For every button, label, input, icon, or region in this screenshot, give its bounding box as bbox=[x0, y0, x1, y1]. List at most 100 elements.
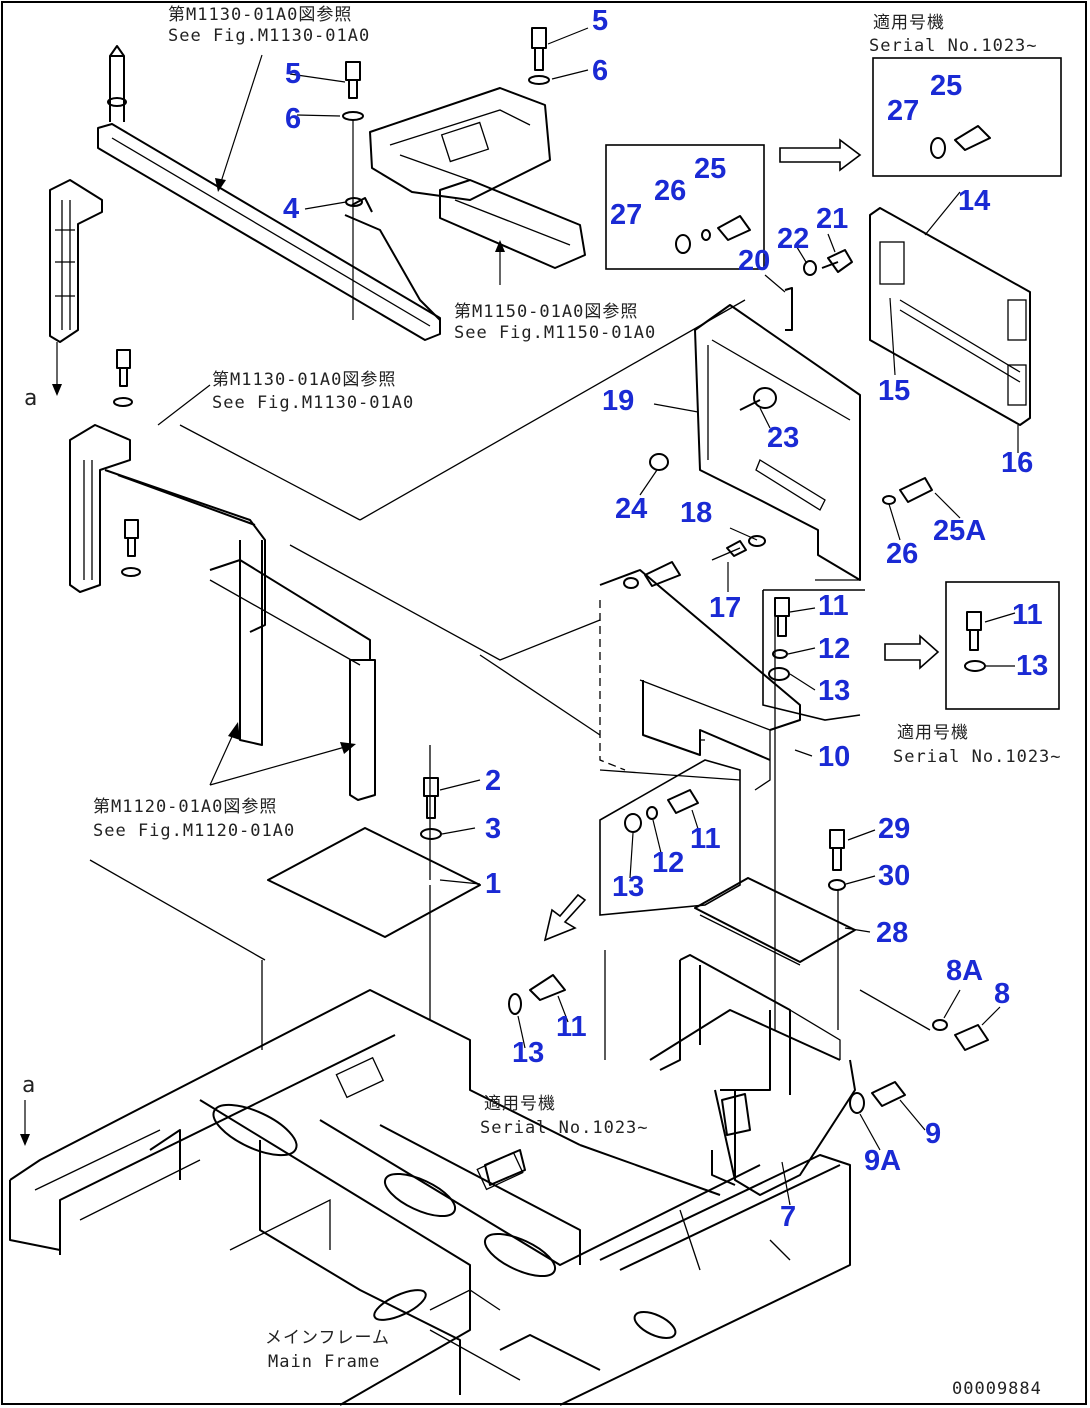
detail-box-25-27 bbox=[605, 144, 765, 270]
detail-box-11-13-right bbox=[762, 581, 1060, 721]
callout-24: 24 bbox=[615, 493, 647, 525]
callout-22: 22 bbox=[777, 223, 809, 255]
ref2-jp: 第M1150-01A0図参照 bbox=[454, 302, 638, 322]
bolt-2 bbox=[420, 777, 442, 840]
ref3-en: See Fig.M1130-01A0 bbox=[212, 393, 414, 413]
callout-13-center: 13 bbox=[612, 871, 644, 903]
callout-25-serial: 25 bbox=[930, 70, 962, 102]
panel-14 bbox=[869, 207, 1031, 426]
bolt-25A bbox=[711, 477, 933, 561]
hollow-arrow-lower bbox=[543, 893, 587, 942]
callout-25: 25 bbox=[694, 153, 726, 185]
upper-bracket bbox=[344, 87, 551, 321]
ref4-arrow-a bbox=[209, 729, 236, 786]
callout-6-top: 6 bbox=[592, 55, 608, 87]
ref2-en: See Fig.M1150-01A0 bbox=[454, 323, 656, 343]
callout-leaders bbox=[289, 27, 1019, 1206]
rail-bracket bbox=[439, 179, 586, 269]
ref1-en: See Fig.M1130-01A0 bbox=[168, 26, 370, 46]
plate-1 bbox=[267, 745, 481, 938]
callout-29: 29 bbox=[878, 813, 910, 845]
drawing-number: 00009884 bbox=[952, 1379, 1042, 1399]
detail-box-center bbox=[599, 759, 741, 916]
bolt-left-upper bbox=[113, 349, 133, 407]
bolt-row-mid bbox=[623, 561, 681, 589]
ref1-arrowhead bbox=[215, 178, 226, 192]
callout-19: 19 bbox=[602, 385, 634, 417]
callout-1: 1 bbox=[485, 868, 501, 900]
callout-17: 17 bbox=[709, 592, 741, 624]
bolt-5-mid bbox=[342, 61, 364, 320]
callout-5-top: 5 bbox=[592, 5, 608, 37]
callout-11-serial: 11 bbox=[1012, 599, 1043, 631]
callout-27-serial: 27 bbox=[887, 95, 919, 127]
callout-11-box: 11 bbox=[818, 590, 849, 622]
main-frame bbox=[9, 600, 851, 1406]
callout-27: 27 bbox=[610, 199, 642, 231]
callout-10: 10 bbox=[818, 741, 850, 773]
serial-note-top-en: Serial No.1023~ bbox=[869, 36, 1038, 56]
bolt-29 bbox=[828, 829, 846, 891]
ref4-arrowhead-a bbox=[228, 722, 240, 740]
ref4-arrowhead-b bbox=[340, 742, 356, 754]
serial-note-mid-jp: 適用号機 bbox=[897, 723, 969, 743]
callout-12-box: 12 bbox=[818, 633, 850, 665]
callout-26-right: 26 bbox=[886, 538, 918, 570]
guide-lines bbox=[89, 299, 931, 1060]
callout-15: 15 bbox=[878, 375, 910, 407]
bolt-left-lower bbox=[121, 519, 141, 577]
stand-7 bbox=[649, 954, 856, 1196]
left-front-frame bbox=[69, 424, 376, 801]
callout-8A: 8A bbox=[946, 955, 983, 987]
parts-20-22 bbox=[784, 249, 853, 331]
callout-4: 4 bbox=[283, 193, 299, 225]
ref4-en: See Fig.M1120-01A0 bbox=[93, 821, 295, 841]
box-parts-11-13-left bbox=[768, 597, 790, 681]
callout-7: 7 bbox=[780, 1201, 796, 1233]
callout-18: 18 bbox=[680, 497, 712, 529]
upper-frame-beam bbox=[97, 45, 441, 341]
serial-note-mid-en: Serial No.1023~ bbox=[893, 747, 1062, 767]
main-frame-en: Main Frame bbox=[268, 1352, 380, 1372]
box-parts-11-13-right bbox=[964, 611, 986, 672]
bolt-5-top bbox=[528, 27, 550, 85]
ref1-arrow bbox=[219, 54, 263, 186]
callout-11-lower: 11 bbox=[556, 1011, 587, 1043]
serial-note-low-jp: 適用号機 bbox=[484, 1094, 556, 1114]
box-parts-25-27-left bbox=[675, 215, 751, 254]
callout-30: 30 bbox=[878, 860, 910, 892]
hollow-arrow-upper bbox=[779, 138, 862, 172]
callout-16: 16 bbox=[1001, 447, 1033, 479]
bolt-8 bbox=[932, 1019, 989, 1051]
callout-21: 21 bbox=[816, 203, 848, 235]
bolt-9 bbox=[849, 1081, 906, 1114]
callout-13-box: 13 bbox=[818, 675, 850, 707]
callout-14: 14 bbox=[958, 185, 990, 217]
main-frame-jp: メインフレーム bbox=[265, 1328, 390, 1348]
callout-2: 2 bbox=[485, 765, 501, 797]
detail-box-serial-top bbox=[872, 57, 1062, 177]
callout-12-center: 12 bbox=[652, 847, 684, 879]
callout-9A: 9A bbox=[864, 1145, 901, 1177]
callout-23: 23 bbox=[767, 422, 799, 454]
ref3-arrow bbox=[157, 384, 211, 426]
cover-10 bbox=[599, 569, 801, 791]
callout-26: 26 bbox=[654, 175, 686, 207]
callout-6: 6 bbox=[285, 103, 301, 135]
ref4-arrow-b bbox=[209, 744, 353, 786]
callout-3: 3 bbox=[485, 813, 501, 845]
panel-19 bbox=[649, 304, 861, 581]
callout-9: 9 bbox=[925, 1118, 941, 1150]
marker-a-lower: a bbox=[22, 1073, 35, 1098]
callout-5: 5 bbox=[285, 58, 301, 90]
ref3-jp: 第M1130-01A0図参照 bbox=[212, 370, 396, 390]
hollow-arrow-middle bbox=[884, 634, 940, 670]
serial-note-low-en: Serial No.1023~ bbox=[480, 1118, 649, 1138]
ref4-jp: 第M1120-01A0図参照 bbox=[93, 797, 277, 817]
callout-20: 20 bbox=[738, 245, 770, 277]
callout-25A: 25A bbox=[933, 515, 986, 547]
callout-11-center: 11 bbox=[690, 823, 721, 855]
callout-13-lower: 13 bbox=[512, 1037, 544, 1069]
